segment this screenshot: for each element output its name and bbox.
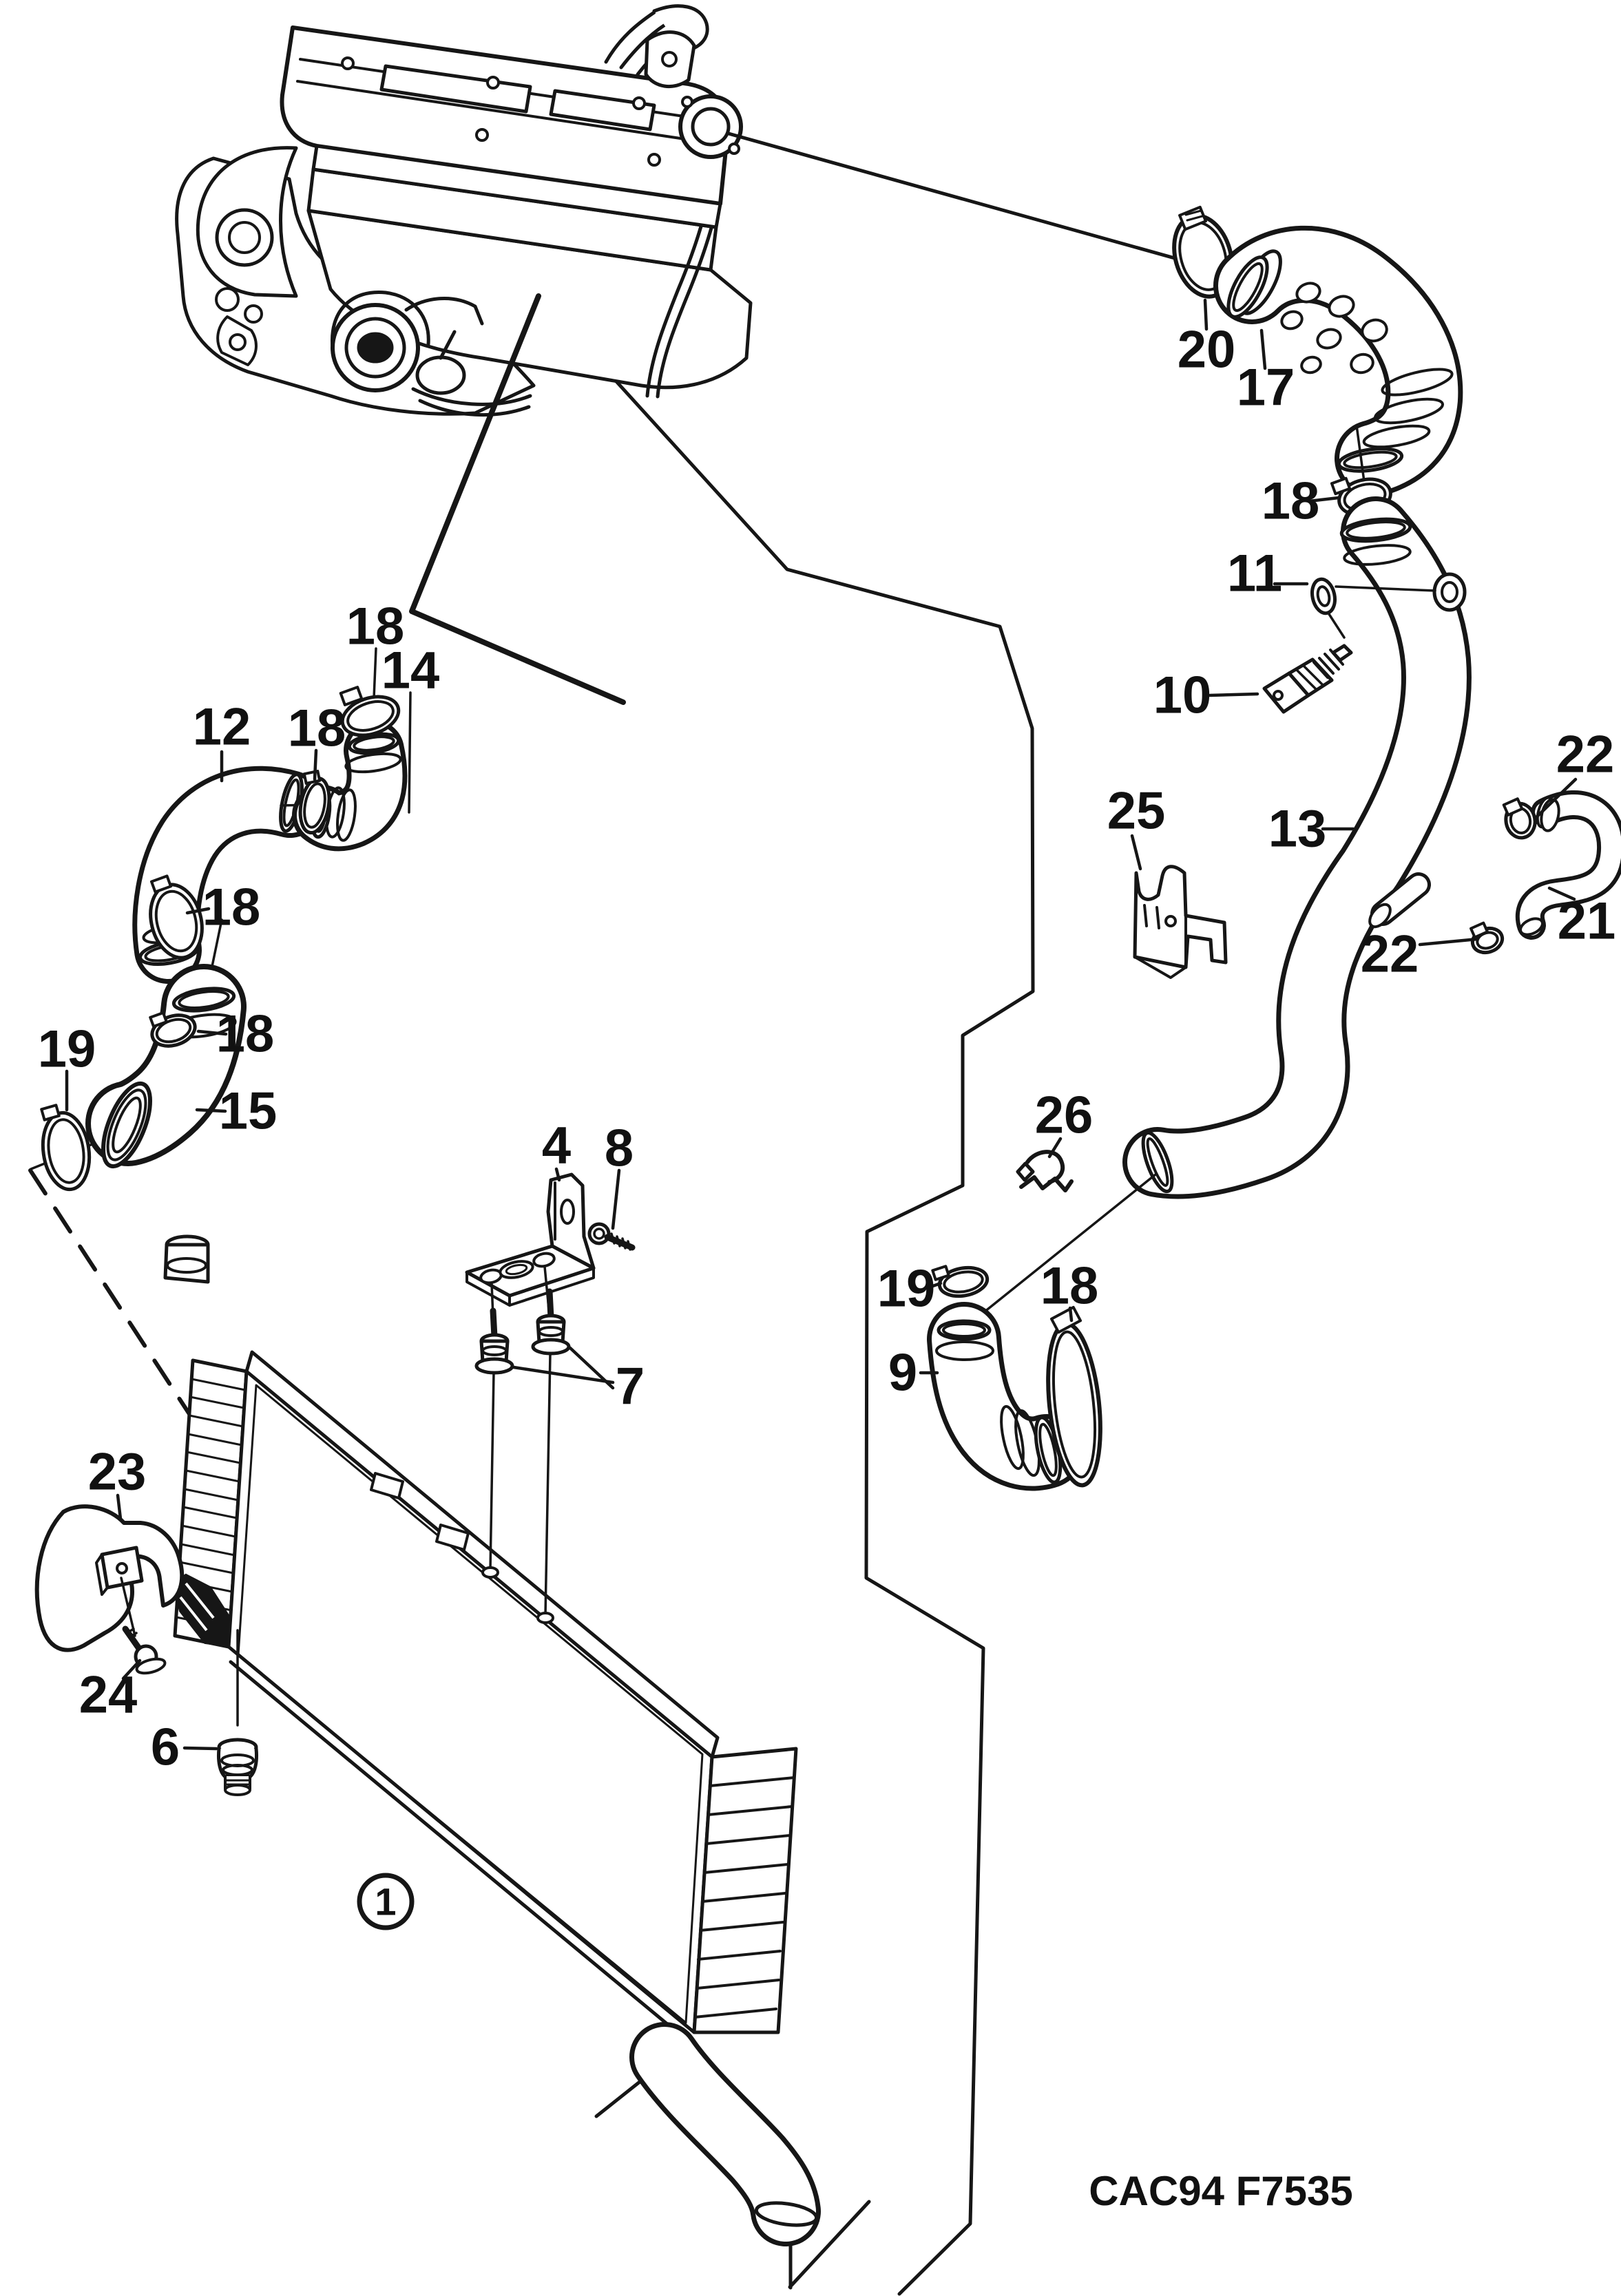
- intercooler-inlet-elbow-9: [927, 1173, 1157, 1491]
- callout-11: 11: [1227, 545, 1282, 603]
- intercooler-radiator-1: [163, 1234, 821, 2246]
- callout-1-circled: 1: [357, 1873, 415, 1930]
- callout-12: 12: [193, 698, 251, 757]
- mounting-bracket-4: [465, 1172, 596, 1307]
- callout-18-a: 18: [346, 598, 405, 656]
- callout-19-right: 19: [877, 1260, 936, 1318]
- callout-4: 4: [542, 1117, 571, 1175]
- bottom-edge: [229, 1660, 698, 2050]
- retaining-clip-26: [1016, 1150, 1074, 1192]
- hose-clamp-19-right: [931, 1265, 990, 1298]
- callout-25: 25: [1107, 782, 1166, 841]
- callout-24: 24: [79, 1666, 138, 1725]
- callout-8: 8: [605, 1119, 634, 1178]
- callout-19-left: 19: [38, 1020, 96, 1079]
- hose-clamp-18-d: [149, 1011, 197, 1048]
- bracket-25: [1133, 865, 1228, 979]
- rubber-grommet-6: [217, 1738, 258, 1796]
- intercooler-outlet-elbow-15: [85, 964, 247, 1169]
- dashed-install-line: [28, 1168, 203, 1434]
- pressure-pipe-13: [1122, 496, 1472, 1199]
- turbo-inlet-hose-17: [1213, 225, 1463, 497]
- right-tank: [692, 1747, 798, 2034]
- hose-clamp-22-upper: [1502, 797, 1537, 840]
- rubber-mounts-7: [474, 1265, 571, 1616]
- callout-18-right: 18: [1040, 1257, 1099, 1316]
- callout-23: 23: [88, 1443, 147, 1502]
- callout-18-c: 18: [202, 878, 261, 937]
- hose-clamp-18-right: [1046, 1305, 1102, 1488]
- callout-1: 1: [375, 1880, 396, 1924]
- hose-clamp-19-left: [40, 1104, 92, 1192]
- figure-code: CAC94 F7535: [1089, 2168, 1353, 2214]
- callout-13: 13: [1268, 800, 1327, 859]
- vent-hose-21: [1515, 790, 1621, 940]
- callout-leader-lines: [65, 298, 1578, 1751]
- callout-10: 10: [1153, 666, 1212, 725]
- air-guide-shield-23: [34, 1504, 185, 1652]
- callout-26: 26: [1035, 1086, 1094, 1145]
- callout-9: 9: [888, 1344, 917, 1402]
- callout-6: 6: [151, 1718, 180, 1777]
- callout-17: 17: [1237, 359, 1295, 417]
- sealing-washer-11: [1310, 577, 1337, 615]
- hose-clamp-18-a: [339, 686, 401, 737]
- callout-21: 21: [1558, 892, 1616, 951]
- hose-clamp-22-lower: [1470, 921, 1505, 955]
- temperature-sensor-10: [1262, 585, 1436, 714]
- bolt-8: [587, 1222, 636, 1251]
- hose-clamp-18-c: [149, 874, 223, 1001]
- leader-engine-to-left-hoses: [409, 293, 626, 705]
- callout-15: 15: [219, 1082, 278, 1141]
- turbocharger: [330, 290, 532, 417]
- leader-engine-to-hose17: [726, 131, 1241, 278]
- callout-22-lower: 22: [1361, 925, 1419, 984]
- callout-20: 20: [1178, 321, 1236, 379]
- callout-18-d: 18: [216, 1005, 275, 1064]
- callout-18-b: 18: [288, 699, 346, 758]
- top-edge: [244, 1350, 720, 1759]
- callout-18-top-right: 18: [1262, 472, 1320, 531]
- engine-assembly: [175, 4, 753, 417]
- callouts: 20 17 18 11 10 25 13 22 21 22 26 19 18 9…: [38, 321, 1616, 1930]
- callout-7: 7: [616, 1358, 645, 1416]
- callout-22-upper: 22: [1556, 726, 1615, 784]
- callout-14: 14: [381, 642, 440, 700]
- outlet-pipe: [634, 2027, 816, 2242]
